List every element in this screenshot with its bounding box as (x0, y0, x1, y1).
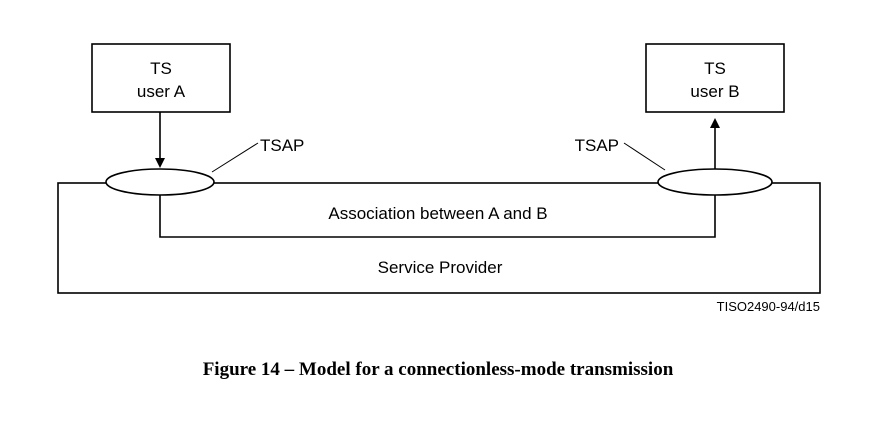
ts-user-a-box (91, 43, 231, 113)
association-path (159, 183, 716, 238)
tsap-left-ellipse (105, 168, 215, 196)
tsap-left-leader (211, 142, 259, 173)
ts-user-a-line2: user A (137, 82, 186, 101)
ts-user-b-line2: user B (690, 82, 739, 101)
figure-reference: TISO2490-94/d15 (717, 299, 820, 314)
ts-user-a-line1: TS (150, 59, 172, 78)
tsap-right-label: TSAP (575, 136, 619, 155)
service-provider-label: Service Provider (378, 258, 503, 277)
association-label: Association between A and B (328, 204, 547, 223)
ts-user-b-box (645, 43, 785, 113)
tsap-right-ellipse (657, 168, 773, 196)
service-provider-box (57, 182, 821, 294)
tsap-right-leader (623, 142, 666, 171)
figure-caption: Figure 14 – Model for a connectionless-m… (203, 359, 674, 380)
tsap-left-label: TSAP (260, 136, 304, 155)
ts-user-b-line1: TS (704, 59, 726, 78)
